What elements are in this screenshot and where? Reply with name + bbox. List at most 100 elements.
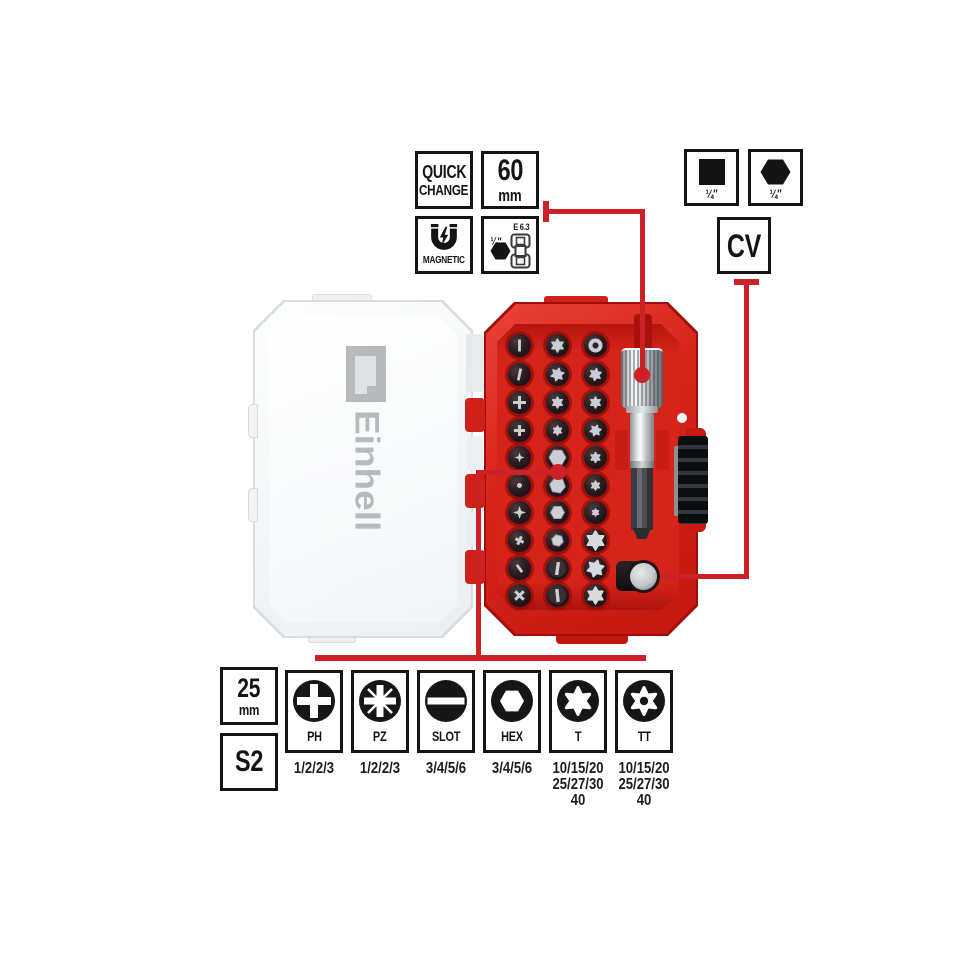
pz-bit-icon bbox=[358, 679, 402, 728]
brand-logo-mark bbox=[346, 346, 386, 402]
connector-bottom-h bbox=[315, 655, 646, 661]
hex-bit-icon bbox=[490, 679, 534, 728]
connector-a-dot bbox=[634, 367, 650, 383]
bit-c1-r8-cross bbox=[507, 528, 531, 552]
connector-c-h bbox=[479, 470, 552, 475]
bit-sizes-line: 40 bbox=[570, 792, 586, 809]
connector-b-h bbox=[649, 574, 746, 579]
bit-c2-r8-hexbit bbox=[545, 528, 569, 552]
bit-c2-r6-hexbit bbox=[545, 473, 569, 497]
holder-collar-ring bbox=[626, 406, 658, 413]
bit-sizes-slot: 3/4/5/6 bbox=[411, 761, 481, 777]
bit-sizes-line: 1/2/2/3 bbox=[359, 760, 401, 777]
bit-sizes-hex: 3/4/5/6 bbox=[477, 761, 547, 777]
bit-c1-r3-cross bbox=[507, 390, 531, 414]
bit-sizes-pz: 1/2/2/3 bbox=[345, 761, 415, 777]
bit-sizes-line: 3/4/5/6 bbox=[425, 760, 467, 777]
steel-grade-label: S2 bbox=[234, 745, 264, 778]
coupler-drawing-icon bbox=[510, 233, 531, 274]
bit-c3-r7-torx bbox=[583, 500, 607, 524]
bit-type-label: SLOT bbox=[431, 728, 461, 744]
holder-clip-right bbox=[656, 430, 669, 470]
bit-sizes-line: 1/2/2/3 bbox=[293, 760, 335, 777]
quick-change-line2: CHANGE bbox=[419, 181, 469, 199]
holder-length-value: 60 bbox=[497, 154, 523, 187]
bit-c3-r6-torx bbox=[583, 473, 607, 497]
bit-type-badge-tt: TT bbox=[615, 670, 673, 753]
holder-length-badge: 60 mm bbox=[481, 151, 539, 209]
quick-change-badge: QUICK CHANGE bbox=[415, 151, 473, 209]
slot-bit-icon bbox=[424, 679, 468, 728]
bit-c1-r2-slot bbox=[507, 362, 531, 386]
bit-sizes-ph: 1/2/2/3 bbox=[279, 761, 349, 777]
connector-b-v bbox=[744, 281, 749, 579]
brand-wordmark: Einhell bbox=[348, 410, 386, 532]
case-top-tab bbox=[544, 296, 608, 306]
holder-shank-tip bbox=[633, 528, 651, 539]
bit-c1-r7-star4 bbox=[507, 500, 531, 524]
hex-drive-size: ¼″ bbox=[769, 187, 782, 201]
bit-type-badge-slot: SLOT bbox=[417, 670, 475, 753]
bit-type-label: PZ bbox=[373, 728, 387, 744]
bit-c1-r6-dot bbox=[507, 473, 531, 497]
hinge-segment-2 bbox=[467, 436, 483, 470]
lid-latch-lower bbox=[248, 488, 258, 522]
quick-change-line1: QUICK bbox=[421, 161, 467, 182]
hinge-tab-red-1 bbox=[465, 398, 485, 432]
lid-latch-upper bbox=[248, 404, 258, 438]
holder-clip-left bbox=[615, 430, 628, 470]
square-drive-icon bbox=[698, 159, 725, 185]
bit-c1-r4-cross bbox=[507, 418, 531, 442]
coupler-size: ¼″ bbox=[490, 236, 502, 248]
bit-type-badge-t: T bbox=[549, 670, 607, 753]
bit-c2-r4-torx bbox=[545, 418, 569, 442]
connector-a-h bbox=[549, 209, 644, 214]
bit-c3-r1-torxring bbox=[583, 333, 607, 357]
bit-c2-r1-torx bbox=[545, 333, 569, 357]
clip-metal-edge bbox=[674, 446, 679, 516]
bit-sizes-line: 10/15/20 bbox=[552, 760, 604, 777]
coupler-badge: E 6.3 ¼″ bbox=[481, 216, 539, 274]
bit-length-badge: 25 mm bbox=[220, 667, 278, 725]
lid-bottom-tab bbox=[308, 634, 356, 643]
connector-c-v bbox=[476, 470, 481, 661]
steel-grade-badge: S2 bbox=[220, 733, 278, 791]
connector-a-cap bbox=[543, 201, 549, 222]
lid-top-tab bbox=[312, 294, 372, 304]
bit-c2-r9-slotside bbox=[545, 556, 569, 580]
loose-bit-face bbox=[630, 563, 657, 590]
bit-c3-r10-torxbig bbox=[583, 583, 607, 607]
bit-c2-r7-hexbit bbox=[545, 500, 569, 524]
belt-clip bbox=[678, 436, 708, 524]
hinge-tab-red-3 bbox=[465, 550, 485, 584]
hinge-tab-red-2 bbox=[465, 474, 485, 508]
bit-c1-r10-cross bbox=[507, 583, 531, 607]
bit-c2-r5-hexbit bbox=[545, 445, 569, 469]
brand-logo-mark-step bbox=[355, 386, 367, 394]
bit-type-badge-pz: PZ bbox=[351, 670, 409, 753]
connector-a-v bbox=[640, 209, 645, 379]
magnetic-label: MAGNETIC bbox=[423, 254, 465, 267]
bit-c1-r9-slot bbox=[507, 556, 531, 580]
connector-c-dot bbox=[550, 464, 566, 480]
bit-c2-r10-slotside bbox=[545, 583, 569, 607]
material-badge: CV bbox=[717, 217, 771, 274]
hex-drive-icon bbox=[760, 159, 791, 185]
tt-bit-icon bbox=[622, 679, 666, 728]
brand-logo-mark-inner bbox=[355, 356, 376, 386]
bit-c3-r8-torxbig bbox=[583, 528, 607, 552]
bit-sizes-line: 25/27/30 bbox=[618, 776, 670, 793]
hinge-segment bbox=[466, 334, 484, 392]
bit-c2-r3-torx bbox=[545, 390, 569, 414]
square-drive-badge: ¼″ bbox=[684, 149, 739, 206]
hex-drive-badge: ¼″ bbox=[748, 149, 803, 206]
bit-length-unit: mm bbox=[238, 701, 260, 719]
bit-type-label: HEX bbox=[501, 728, 523, 744]
bit-type-label: TT bbox=[637, 728, 651, 744]
ph-bit-icon bbox=[292, 679, 336, 728]
bit-sizes-line: 25/27/30 bbox=[552, 776, 604, 793]
bit-c3-r3-torx bbox=[583, 390, 607, 414]
bit-type-badge-hex: HEX bbox=[483, 670, 541, 753]
